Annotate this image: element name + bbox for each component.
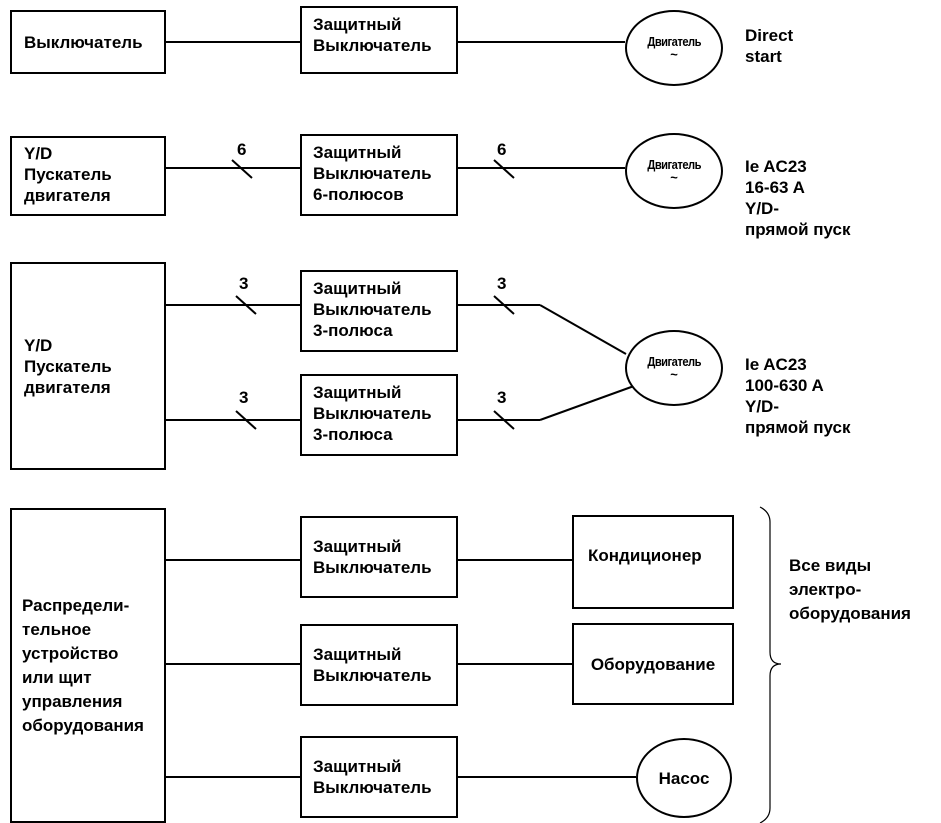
start-note: Direct start [745, 26, 794, 66]
protector-box: Защитный Выключатель [300, 624, 458, 706]
starter-box: Y/D Пускатель двигателя [10, 136, 166, 216]
group-note: Все виды электро- оборудования [789, 556, 911, 623]
pole-count: 3 [239, 274, 249, 293]
motor-label: Двигатель [647, 157, 701, 172]
protector-box: Защитный Выключатель [300, 736, 458, 818]
protector-label: Защитный Выключатель [313, 645, 432, 685]
protector-label: Защитный Выключатель [313, 757, 432, 797]
tilde-symbol: ~ [670, 367, 678, 382]
starter-label: Y/D Пускатель двигателя [24, 335, 112, 397]
load-label: Кондиционер [588, 546, 702, 565]
tilde-symbol: ~ [670, 170, 678, 185]
pole-count: 3 [497, 274, 507, 293]
pole-count: 6 [237, 140, 247, 159]
protector-label: Защитный Выключатель [313, 15, 432, 55]
load-label: Оборудование [590, 654, 716, 674]
tilde-symbol: ~ [670, 47, 678, 62]
starter-box: Y/D Пускатель двигателя [10, 262, 166, 470]
protector-box: Защитный Выключатель [300, 6, 458, 74]
protector-label: Защитный Выключатель 3-полюса [313, 383, 432, 444]
pump-label: Насос [658, 768, 710, 788]
motor-label: Двигатель [647, 34, 701, 49]
distribution-board-label: Распредели- тельное устройство или щит у… [22, 595, 144, 735]
pole-count: 3 [239, 388, 249, 407]
switch-label: Выключатель [24, 32, 143, 52]
motor-rating-note: Ie AC23 16-63 A Y/D- прямой пуск [745, 157, 851, 239]
motor-circle: Двигатель ~ [625, 133, 723, 209]
motor-circle: Двигатель ~ [625, 10, 723, 86]
switch-box: Выключатель [10, 10, 166, 74]
motor-circle: Двигатель ~ [625, 330, 723, 406]
pole-count: 3 [497, 388, 507, 407]
protector-label: Защитный Выключатель 3-полюса [313, 279, 432, 340]
protector-label: Защитный Выключатель [313, 537, 432, 577]
protector-box-top: Защитный Выключатель 3-полюса [300, 270, 458, 352]
pole-count: 6 [497, 140, 507, 159]
distribution-board-box: Распредели- тельное устройство или щит у… [10, 508, 166, 823]
motor-label: Двигатель [647, 354, 701, 369]
protector-box: Защитный Выключатель [300, 516, 458, 598]
pump-circle: Насос [636, 738, 732, 818]
equipment-box: Оборудование [572, 623, 734, 705]
starter-label: Y/D Пускатель двигателя [24, 144, 112, 205]
protector-box-bottom: Защитный Выключатель 3-полюса [300, 374, 458, 456]
protector-label: Защитный Выключатель 6-полюсов [313, 143, 432, 204]
protector-box: Защитный Выключатель 6-полюсов [300, 134, 458, 216]
motor-rating-note: Ie AC23 100-630 A Y/D- прямой пуск [745, 355, 851, 437]
air-conditioner-box: Кондиционер [572, 515, 734, 609]
